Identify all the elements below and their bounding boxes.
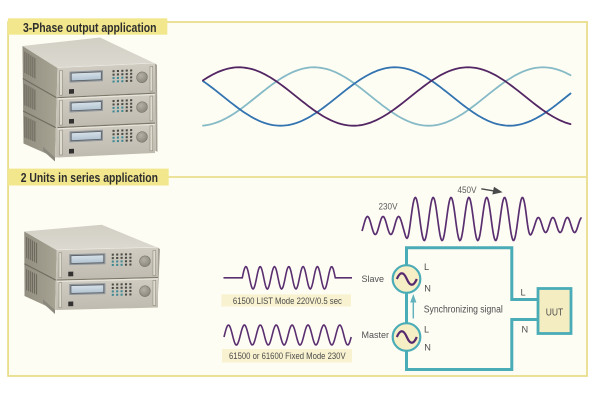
svg-text:3-Phase output application: 3-Phase output application <box>23 20 157 35</box>
svg-text:2 Units in series application: 2 Units in series application <box>21 170 158 185</box>
svg-text:L: L <box>424 262 429 272</box>
svg-text:L: L <box>521 288 526 298</box>
svg-text:N: N <box>424 283 431 293</box>
svg-text:61500 LIST Mode 220V/0.5 sec: 61500 LIST Mode 220V/0.5 sec <box>233 296 342 307</box>
svg-text:Synchronizing signal: Synchronizing signal <box>424 304 503 315</box>
svg-text:N: N <box>424 343 431 353</box>
svg-text:N: N <box>522 325 529 335</box>
svg-text:450V: 450V <box>458 185 478 196</box>
svg-text:230V: 230V <box>379 202 399 213</box>
svg-text:L: L <box>424 324 429 334</box>
svg-text:UUT: UUT <box>546 308 564 319</box>
svg-text:Slave: Slave <box>361 274 384 284</box>
svg-text:61500 or 61600 Fixed Mode 230V: 61500 or 61600 Fixed Mode 230V <box>229 351 346 362</box>
svg-text:Master: Master <box>361 330 389 340</box>
